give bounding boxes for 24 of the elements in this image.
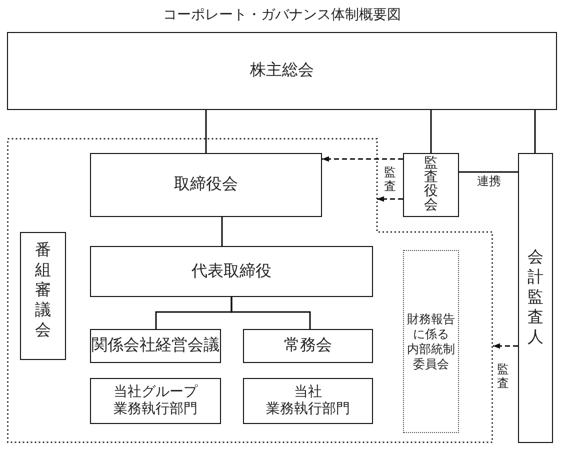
board-box: 監査役会: [403, 153, 459, 217]
connector-line: [230, 297, 311, 329]
connector-line: [205, 110, 207, 153]
council-box: 番組審議会: [20, 232, 66, 360]
arrow: [493, 343, 518, 349]
meeting-box: 株主総会: [7, 32, 557, 110]
board-box: 取締役会: [90, 153, 322, 217]
meeting-box: 関係会社経営会議: [90, 329, 221, 363]
connector-line: [534, 110, 536, 153]
executive-box: 代表取締役: [90, 246, 373, 297]
connector-line: [430, 110, 432, 153]
meeting-box: 常務会: [243, 329, 373, 363]
edge-label: 監査: [497, 362, 509, 391]
arrow: [322, 156, 403, 162]
department-box: 当社グループ業務執行部門: [90, 378, 221, 424]
edge-label: 連携: [477, 175, 501, 188]
auditor-box: 会計監査人: [518, 153, 553, 443]
connector-line: [221, 217, 223, 246]
connector-line: [459, 171, 518, 173]
edge-label: 監査: [384, 165, 396, 194]
diagram-title: コーポレート・ガバナンス体制概要図: [162, 6, 402, 24]
arrow: [377, 196, 403, 202]
department-box: 当社業務執行部門: [243, 378, 373, 424]
committee-box: 財務報告に係る内部統制委員会: [403, 250, 459, 433]
